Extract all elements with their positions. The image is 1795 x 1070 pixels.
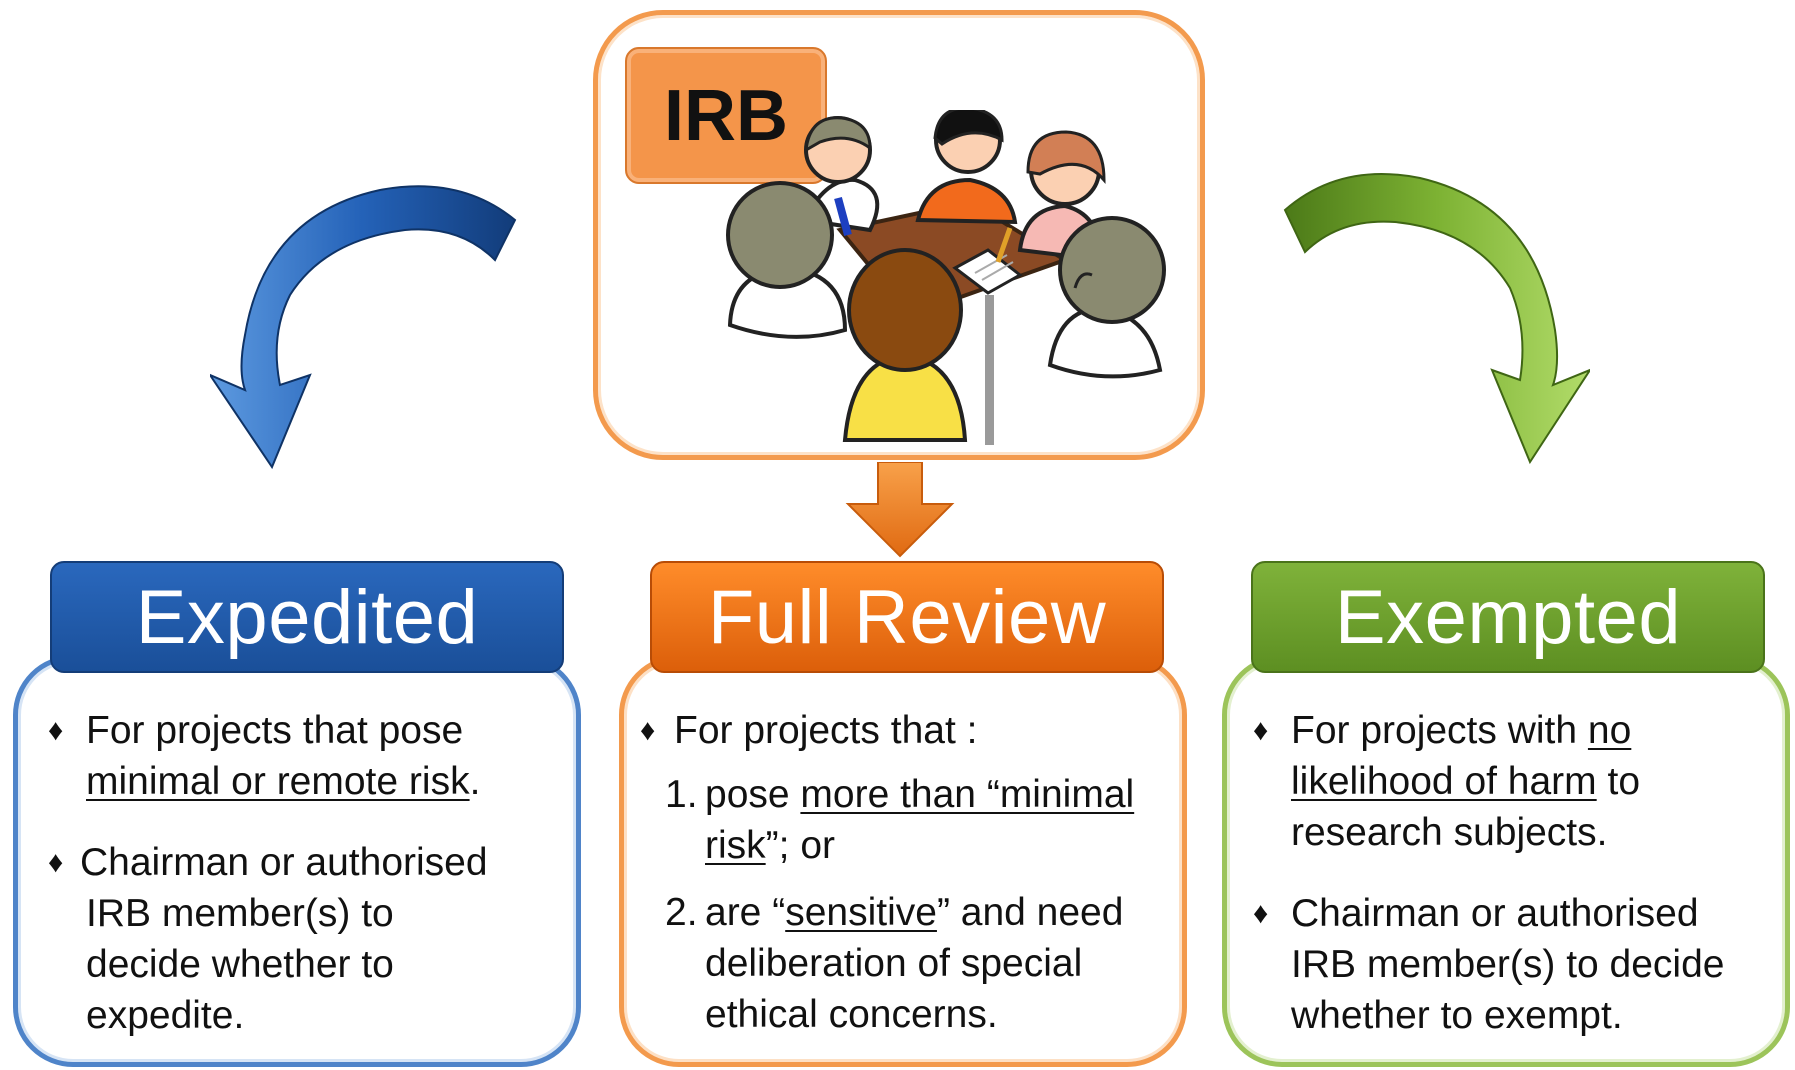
- expedited-b1-suffix: .: [469, 760, 481, 803]
- bullet-diamond-icon: ♦: [1253, 714, 1269, 747]
- full-review-item1-number: 1.: [665, 773, 698, 816]
- full-review-item-1: 1. pose more than “minimal risk”; or: [665, 769, 1185, 879]
- full-review-panel: [619, 655, 1187, 1067]
- full-review-item2-prefix: are “: [705, 891, 786, 934]
- expedited-b1-prefix: For projects that pose: [86, 709, 464, 752]
- exempted-b1-suffix: to: [1596, 760, 1641, 803]
- exempted-b1-underlined-a: no: [1587, 709, 1632, 752]
- full-review-item1-suffix: ”; or: [765, 824, 835, 867]
- full-review-intro-text: For projects that :: [674, 709, 978, 752]
- full-review-header: Full Review: [650, 561, 1164, 673]
- expedited-b2-line1: Chairman or authorised: [80, 841, 488, 884]
- curved-arrow-green-icon: [1283, 173, 1590, 465]
- expedited-panel: [13, 655, 581, 1067]
- exempted-b2-line1: Chairman or authorised: [1291, 892, 1699, 935]
- bullet-diamond-icon: ♦: [48, 846, 64, 879]
- expedited-bullet-2: ♦ Chairman or authorised IRB member(s) t…: [48, 837, 548, 1047]
- full-review-intro: ♦ For projects that :: [640, 705, 1160, 760]
- exempted-panel: [1222, 655, 1790, 1067]
- bullet-diamond-icon: ♦: [48, 714, 64, 747]
- curved-arrow-blue-icon: [210, 185, 517, 470]
- full-review-item2-line2: deliberation of special: [705, 942, 1083, 985]
- exempted-bullet-1: ♦ For projects with no likelihood of har…: [1253, 705, 1773, 865]
- expedited-header: Expedited: [50, 561, 564, 673]
- full-review-item2-underlined: sensitive: [785, 891, 937, 934]
- expedited-b1-underlined: minimal or remote risk: [86, 760, 470, 803]
- exempted-bullet-2: ♦ Chairman or authorised IRB member(s) t…: [1253, 888, 1773, 1048]
- exempted-b1-underlined-b: likelihood of harm: [1291, 760, 1597, 803]
- exempted-b2-line3: whether to exempt.: [1291, 994, 1623, 1037]
- full-review-item-2: 2. are “sensitive” and need deliberation…: [665, 887, 1185, 1047]
- full-review-item1-prefix: pose: [705, 773, 801, 816]
- bullet-diamond-icon: ♦: [640, 714, 656, 747]
- irb-label: IRB: [625, 47, 827, 184]
- full-review-item1-underlined-a: more than “minimal: [800, 773, 1135, 816]
- full-review-item2-number: 2.: [665, 891, 698, 934]
- full-review-item1-underlined-b: risk: [705, 824, 766, 867]
- exempted-b1-line3: research subjects.: [1291, 811, 1608, 854]
- exempted-b1-prefix: For projects with: [1291, 709, 1588, 752]
- expedited-bullet-1: ♦ For projects that pose minimal or remo…: [48, 705, 548, 815]
- full-review-item2-line3: ethical concerns.: [705, 993, 998, 1036]
- exempted-b2-line2: IRB member(s) to decide: [1291, 943, 1725, 986]
- bullet-diamond-icon: ♦: [1253, 897, 1269, 930]
- expedited-b2-line4: expedite.: [86, 994, 245, 1037]
- meeting-table-icon: [726, 110, 1166, 445]
- expedited-b2-line2: IRB member(s) to: [86, 892, 394, 935]
- full-review-item2-suffix: ” and need: [936, 891, 1124, 934]
- expedited-b2-line3: decide whether to: [86, 943, 394, 986]
- down-arrow-orange-icon: [845, 462, 955, 558]
- exempted-header: Exempted: [1251, 561, 1765, 673]
